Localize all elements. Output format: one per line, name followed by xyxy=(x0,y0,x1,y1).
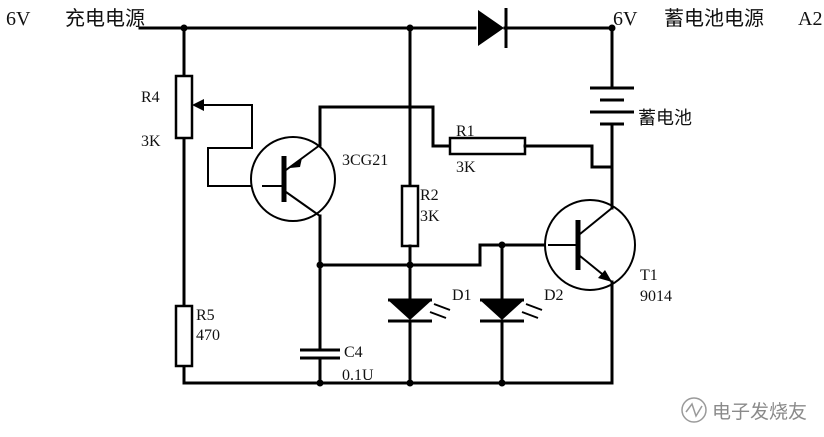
q1-name: 3CG21 xyxy=(342,152,388,169)
r2-name: R2 xyxy=(420,187,439,204)
t1-name: T1 xyxy=(640,267,658,284)
c4-name: C4 xyxy=(344,344,363,361)
right-supply-voltage: 6V xyxy=(613,8,638,30)
battery xyxy=(590,26,634,169)
r1-name: R1 xyxy=(456,123,475,140)
battery-label: 蓄电池 xyxy=(638,108,692,129)
c4-value: 0.1U xyxy=(342,367,374,384)
r5-name: R5 xyxy=(196,307,215,324)
r5-resistor xyxy=(174,304,194,368)
r1-resistor xyxy=(448,136,614,169)
r2-d1-branch xyxy=(388,26,451,385)
right-supply-id: A2 xyxy=(798,8,822,30)
q1-transistor xyxy=(250,105,452,385)
r2-value: 3K xyxy=(420,208,440,225)
junction-dots xyxy=(180,24,616,387)
t1-transistor xyxy=(544,165,636,385)
watermark: 电子发烧友 xyxy=(681,397,807,423)
left-supply-voltage: 6V xyxy=(6,8,31,30)
d2-name: D2 xyxy=(544,287,564,304)
d2-led xyxy=(480,243,543,385)
r4-name: R4 xyxy=(141,89,160,106)
t1-value: 9014 xyxy=(640,288,672,305)
r4-value: 3K xyxy=(141,133,161,150)
d1-name: D1 xyxy=(452,287,472,304)
r4-wiper-arrow xyxy=(192,99,262,187)
c4-capacitor xyxy=(300,348,340,360)
r5-value: 470 xyxy=(196,327,220,344)
watermark-text: 电子发烧友 xyxy=(712,401,807,423)
series-diode xyxy=(478,8,508,48)
mid-wire xyxy=(318,243,550,267)
r4-resistor xyxy=(174,74,194,140)
right-supply-name: 蓄电池电源 xyxy=(664,6,764,30)
left-supply-name: 充电电源 xyxy=(65,6,145,30)
r1-value: 3K xyxy=(456,159,476,176)
